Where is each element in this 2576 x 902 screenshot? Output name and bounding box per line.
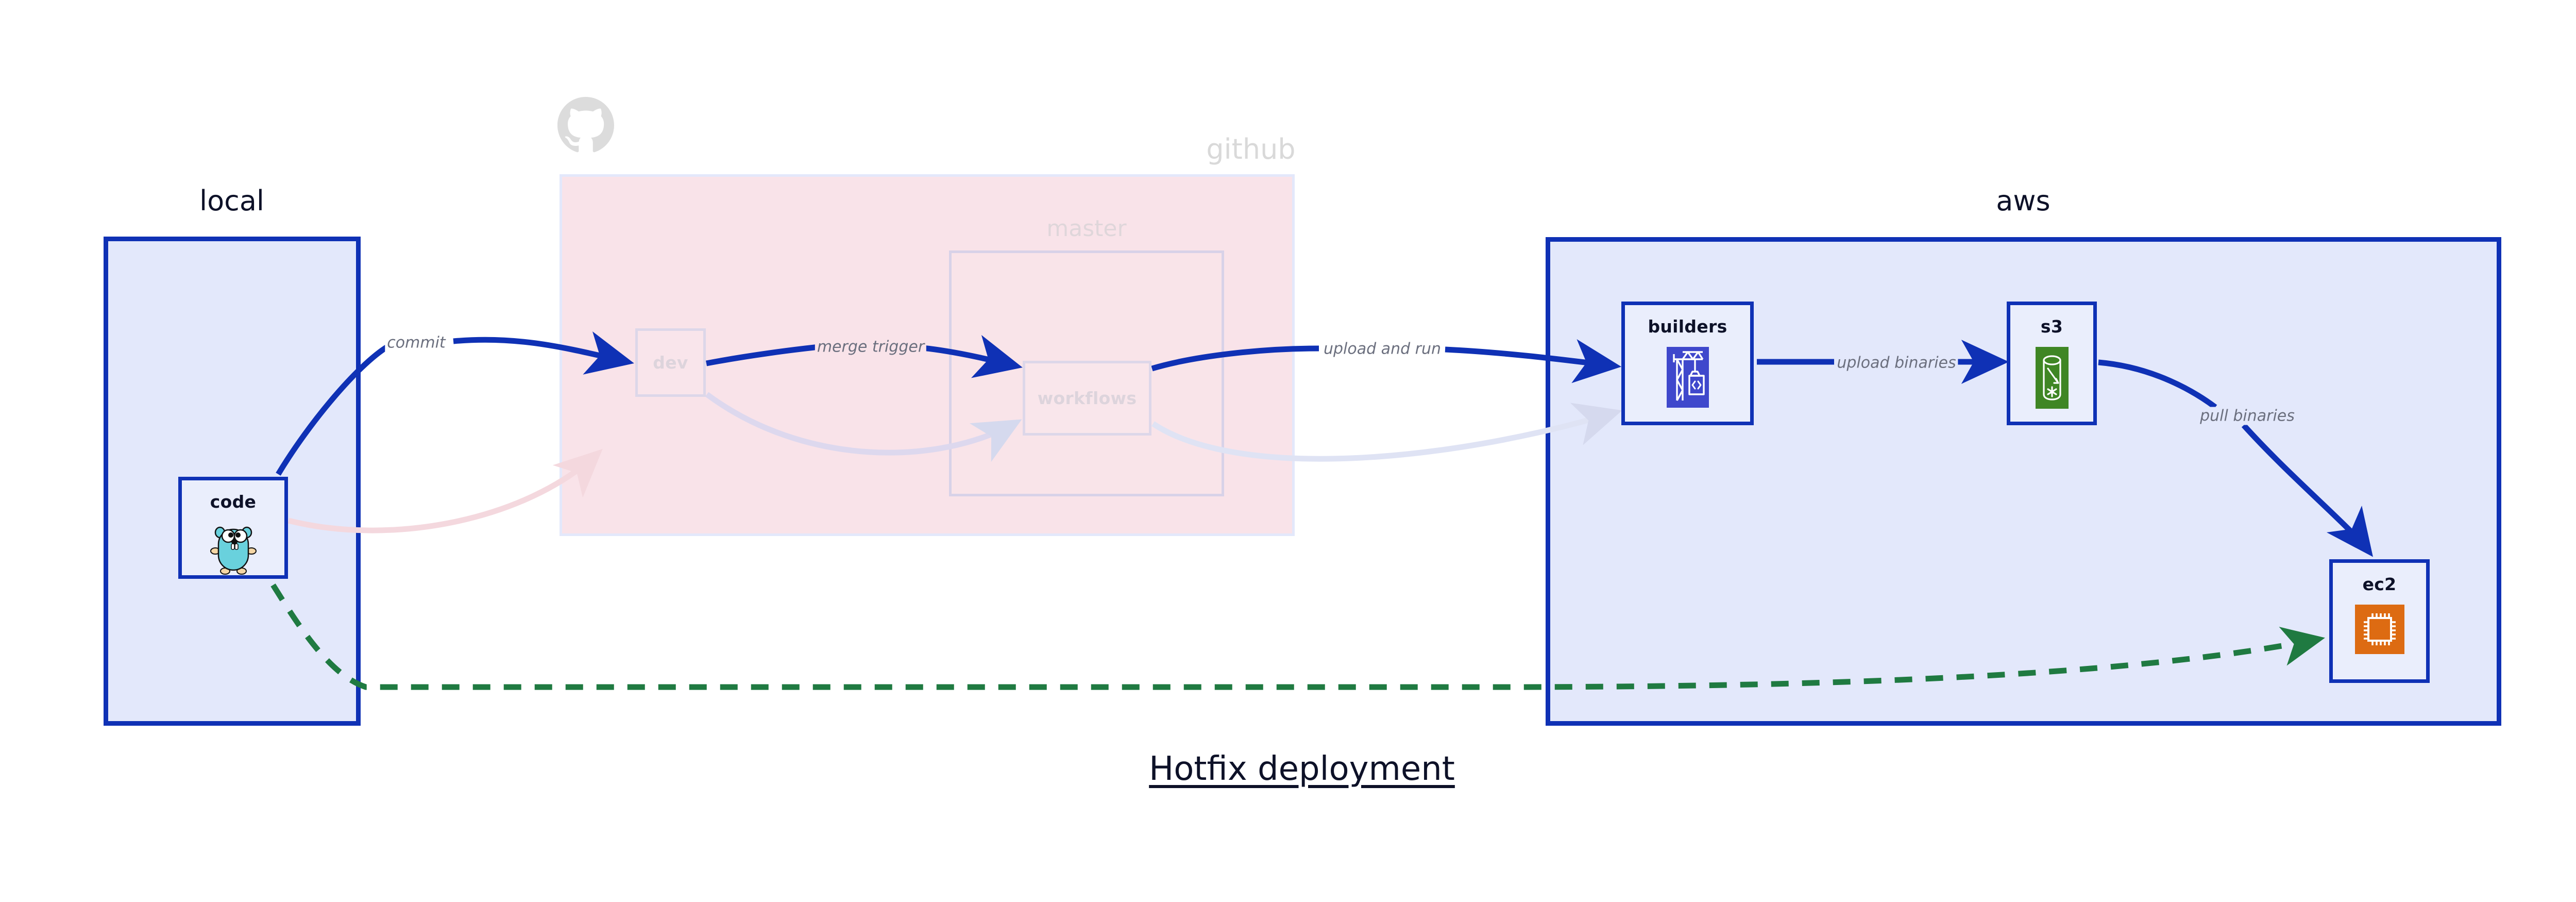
node-s3[interactable]: s3 (2007, 302, 2097, 425)
node-workflows[interactable]: workflows (1023, 361, 1151, 436)
group-label-github: github (1206, 133, 1296, 165)
go-gopher-icon (210, 522, 257, 575)
node-code[interactable]: code (178, 477, 288, 579)
subgroup-label-master: master (1046, 215, 1127, 242)
group-label-local: local (199, 185, 264, 217)
node-label-dev: dev (653, 353, 688, 373)
edge-label-commit: commit (385, 333, 448, 352)
node-builders[interactable]: builders (1621, 302, 1754, 425)
node-dev[interactable]: dev (635, 328, 706, 397)
edge-label-upload-and-run: upload and run (1321, 340, 1444, 358)
aws-s3-bucket-icon (2035, 347, 2069, 409)
node-label-workflows: workflows (1037, 388, 1137, 408)
aws-codebuild-crane-icon (1666, 347, 1709, 408)
node-label-ec2: ec2 (2362, 574, 2397, 594)
node-label-s3: s3 (2040, 316, 2063, 337)
node-label-builders: builders (1648, 316, 1727, 337)
edge-label-merge-trigger: merge trigger (815, 338, 927, 356)
group-label-aws: aws (1996, 185, 2050, 217)
aws-ec2-chip-icon (2354, 605, 2404, 654)
page-title: Hotfix deployment (1149, 750, 1455, 788)
node-ec2[interactable]: ec2 (2329, 559, 2430, 683)
edge-label-pull-binaries: pull binaries (2198, 407, 2297, 425)
edge-label-upload-binaries: upload binaries (1835, 354, 1958, 372)
github-octocat-icon (557, 97, 614, 153)
node-label-code: code (210, 492, 257, 512)
